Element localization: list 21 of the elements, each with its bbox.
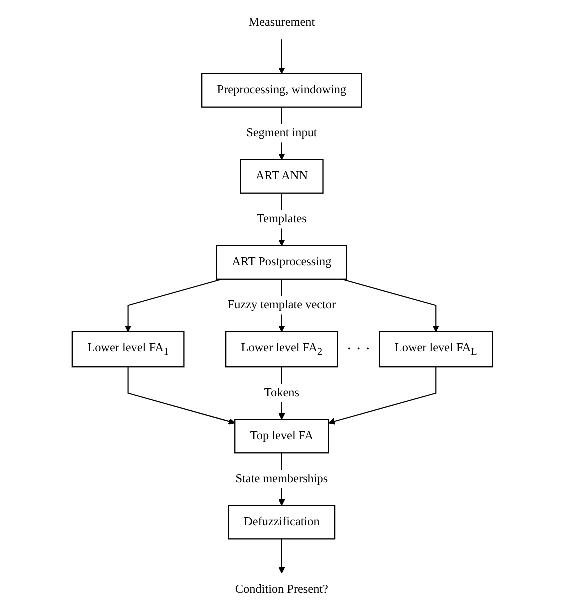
- node-text: Condition Present?: [235, 583, 328, 596]
- arrow: [128, 367, 236, 425]
- node-box: Top level FA: [234, 419, 330, 454]
- edge-label: Templates: [256, 212, 307, 226]
- node-box: Lower level FA$_{L}$: [379, 331, 494, 368]
- edge-label: Tokens: [264, 386, 300, 400]
- node-box: ART ANN: [240, 159, 324, 194]
- node-box: ART Postprocessing: [216, 245, 348, 280]
- arrow: [278, 40, 286, 74]
- node-box: Preprocessing, windowing: [202, 73, 362, 108]
- edge-label: State memberships: [236, 472, 328, 486]
- edge-label: Segment input: [246, 126, 318, 140]
- node-box: Lower level FA$_{1}$: [72, 331, 185, 368]
- arrow: [342, 278, 440, 332]
- arrow: [124, 278, 222, 332]
- node-text: Measurement: [248, 16, 316, 29]
- node-box: Lower level FA$_{2}$: [225, 331, 338, 368]
- arrow: [328, 367, 437, 425]
- edge-label: Fuzzy template vector: [228, 298, 336, 312]
- node-box: Defuzzification: [228, 505, 336, 540]
- arrow: [278, 539, 286, 574]
